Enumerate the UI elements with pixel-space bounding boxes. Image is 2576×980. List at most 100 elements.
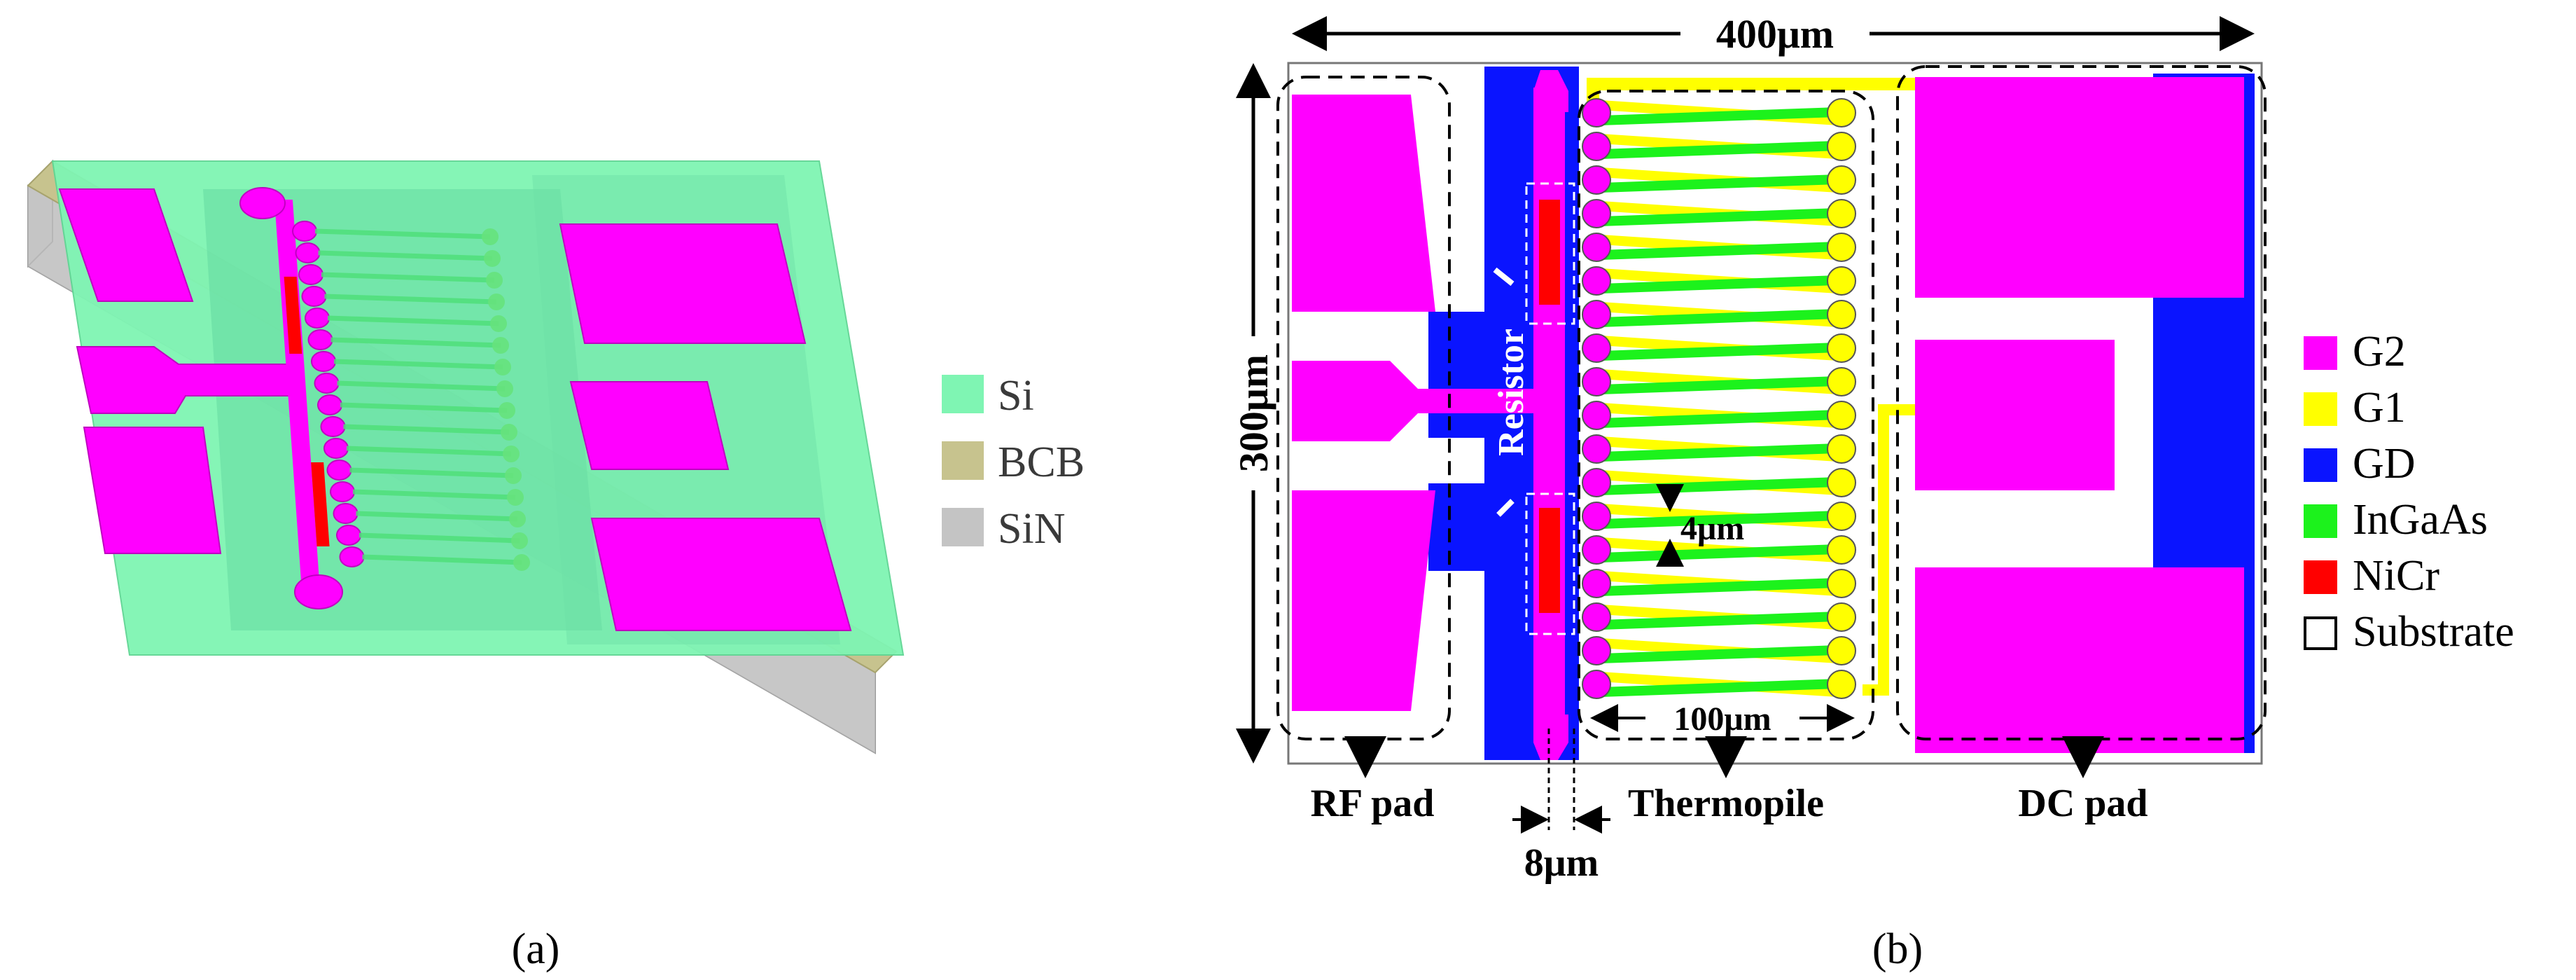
hot-junction-dot: [326, 460, 352, 481]
cold-junction-dot: [499, 402, 515, 419]
cold-junction-pad: [1827, 602, 1856, 632]
dc-pad-middle: [569, 381, 730, 470]
resistor-bottom-cap: [294, 574, 343, 609]
thermopile-finger: [321, 272, 495, 283]
hot-junction-pad: [1582, 535, 1611, 565]
pitch-label: 4μm: [1680, 510, 1744, 547]
hot-junction-pad: [1582, 502, 1611, 531]
cold-junction-pad: [1827, 300, 1856, 329]
rf-pad-label: RF pad: [1311, 782, 1435, 825]
cold-junction-dot: [492, 337, 509, 354]
hot-junction-pad: [1582, 636, 1611, 665]
hot-junction-pad: [1582, 165, 1611, 195]
cold-junction-dot: [503, 446, 520, 462]
ingaas-thermocouple-leg: [1599, 242, 1839, 260]
thermopile-finger: [352, 489, 516, 500]
thermopile-fingers: [314, 228, 530, 571]
cold-junction-dot: [505, 467, 522, 484]
cold-junction-dot: [484, 250, 501, 267]
ingaas-thermocouple-leg: [1599, 275, 1839, 294]
panel-b-caption: (b): [1872, 925, 1923, 973]
hot-junction-pad: [1582, 233, 1611, 262]
hot-junction-dot: [292, 221, 317, 242]
legend-g1-swatch: [2304, 392, 2337, 426]
cold-junction-pad: [1827, 333, 1856, 363]
rf-pad-region-box: [1276, 76, 1451, 740]
hot-junction-dot: [307, 329, 333, 350]
thermopile-finger: [314, 228, 491, 240]
thermopile-finger: [324, 294, 497, 305]
cold-junction-dot: [482, 228, 499, 245]
cold-junction-pad: [1827, 266, 1856, 296]
legend-si-label: Si: [998, 372, 1034, 420]
ingaas-thermocouple-leg: [1599, 443, 1839, 462]
ingaas-thermocouple-leg: [1599, 578, 1839, 596]
thermopile-finger: [337, 380, 506, 392]
dc-pad-top: [559, 223, 807, 344]
resistor-lower-box: [1525, 492, 1575, 635]
cold-junction-dot: [486, 272, 503, 289]
rf-pad-upper: [1292, 95, 1435, 312]
cold-junction-dot: [496, 380, 513, 397]
cold-junction-pad: [1827, 98, 1856, 127]
legend-bcb-label: BCB: [998, 439, 1085, 486]
thermopile-array: [1582, 98, 1856, 699]
cold-junction-pad: [1827, 132, 1856, 161]
cold-junction-pad: [1827, 233, 1856, 262]
nicr-upper: [284, 277, 302, 354]
hot-junction-dot: [336, 525, 361, 546]
thermopile-finger: [362, 554, 522, 565]
ingaas-thermocouple-leg: [1599, 141, 1839, 159]
hot-junction-pad: [1582, 367, 1611, 396]
legend-nicr-swatch: [2304, 560, 2337, 594]
thermopile-finger: [346, 446, 512, 457]
legend-sin-swatch: [942, 508, 984, 546]
cold-junction-dot: [511, 532, 528, 549]
rf-pad-lower: [1292, 490, 1435, 711]
thermopile-finger: [356, 511, 518, 522]
ingaas-thermocouple-leg: [1599, 612, 1839, 630]
thermopile-finger: [340, 402, 508, 413]
thermopile-finger: [318, 250, 493, 261]
legend-substrate-label: Substrate: [2353, 608, 2514, 656]
resistor-top-pad: [1533, 70, 1568, 112]
thermopile-finger: [358, 532, 520, 544]
rf-pad-top: [58, 188, 194, 302]
hot-junction-pad: [1582, 602, 1611, 632]
cold-junction-pad: [1827, 199, 1856, 228]
panel-a-legend: Si BCB SiN: [942, 372, 1085, 553]
hot-junction-dot: [333, 503, 358, 524]
hot-junction-pad: [1582, 670, 1611, 699]
cold-junction-pad: [1827, 367, 1856, 396]
thermopile-width-label: 100μm: [1673, 701, 1771, 738]
cold-junction-pad: [1827, 502, 1856, 531]
hot-junction-pad: [1582, 468, 1611, 497]
legend-si-swatch: [942, 375, 984, 413]
dc-pad-label: DC pad: [2018, 782, 2147, 825]
hot-junction-pad: [1582, 199, 1611, 228]
hot-junction-pad: [1582, 434, 1611, 464]
hot-junction-pad: [1582, 98, 1611, 127]
ingaas-thermocouple-leg: [1599, 174, 1839, 193]
cold-junction-pad: [1827, 401, 1856, 430]
ingaas-thermocouple-leg: [1599, 511, 1839, 529]
legend-gd-label: GD: [2353, 440, 2416, 488]
thermopile-finger: [349, 467, 514, 478]
legend-ingaas-swatch: [2304, 504, 2337, 538]
ingaas-thermocouple-leg: [1599, 544, 1839, 563]
ingaas-thermocouple-leg: [1599, 410, 1839, 428]
hot-junction-pad: [1582, 569, 1611, 598]
resistor-arrow-down: [1496, 499, 1515, 517]
resistor-top-cap: [239, 187, 286, 219]
dc-pad-upper: [1915, 77, 2244, 298]
legend-nicr-label: NiCr: [2353, 552, 2439, 600]
hot-junction-dot: [295, 242, 321, 263]
cold-junction-pad: [1827, 636, 1856, 665]
rf-pad-bottom: [83, 427, 222, 554]
cold-junction-dot: [501, 424, 517, 441]
hot-junction-dot: [314, 373, 340, 394]
hot-junction-pad: [1582, 401, 1611, 430]
dc-pad-bottom: [590, 518, 852, 631]
